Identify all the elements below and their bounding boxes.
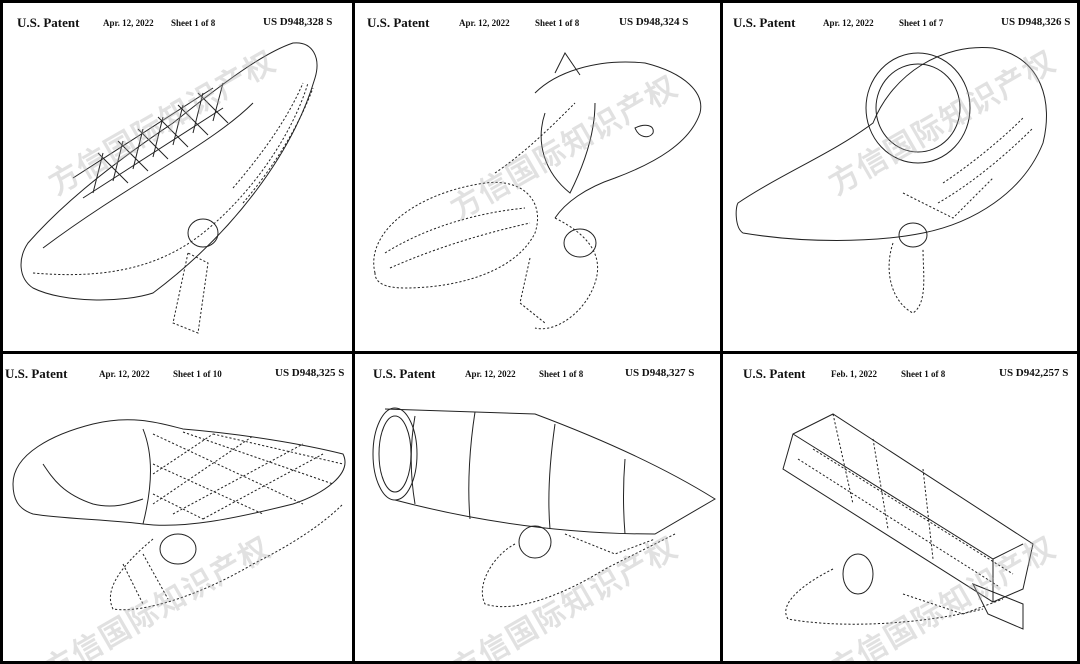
patent-panel-4: U.S. Patent Apr. 12, 2022 Sheet 1 of 10 … [3, 354, 352, 661]
block-drawing-icon [782, 413, 1034, 630]
patent-panel-3: U.S. Patent Apr. 12, 2022 Sheet 1 of 7 U… [723, 3, 1077, 351]
patent-sheet: Sheet 1 of 7 [899, 18, 944, 28]
patent-label: U.S. Patent [373, 366, 436, 381]
unicorn-drawing-icon [373, 52, 702, 330]
patent-label: U.S. Patent [17, 15, 80, 30]
patent-date: Apr. 12, 2022 [823, 18, 874, 28]
patent-header: U.S. Patent Feb. 1, 2022 Sheet 1 of 8 US… [723, 354, 1077, 384]
patent-label: U.S. Patent [5, 366, 68, 381]
patent-sheet: Sheet 1 of 8 [535, 18, 580, 28]
patent-sheet: Sheet 1 of 8 [171, 18, 216, 28]
cylinder-drawing-icon [372, 407, 716, 608]
patent-number: US D948,325 S [275, 367, 345, 379]
patent-header: U.S. Patent Apr. 12, 2022 Sheet 1 of 8 U… [3, 3, 352, 33]
patent-header: U.S. Patent Apr. 12, 2022 Sheet 1 of 7 U… [723, 3, 1077, 33]
patent-date: Apr. 12, 2022 [99, 369, 150, 379]
patent-number: US D948,324 S [619, 16, 689, 28]
patent-sheet: Sheet 1 of 8 [901, 369, 946, 379]
patent-number: US D942,257 S [999, 367, 1069, 379]
patent-panel-1: U.S. Patent Apr. 12, 2022 Sheet 1 of 8 U… [3, 3, 352, 351]
patent-label: U.S. Patent [743, 366, 806, 381]
patent-number: US D948,327 S [625, 367, 695, 379]
patent-label: U.S. Patent [733, 15, 796, 30]
patent-panel-6: U.S. Patent Feb. 1, 2022 Sheet 1 of 8 US… [723, 354, 1077, 661]
patent-sheet: Sheet 1 of 8 [539, 369, 584, 379]
ice-cream-drawing-icon [12, 419, 346, 611]
patent-date: Feb. 1, 2022 [831, 369, 877, 379]
patent-number: US D948,326 S [1001, 16, 1071, 28]
clip-drawing-icon [735, 46, 1047, 314]
patent-panel-2: U.S. Patent Apr. 12, 2022 Sheet 1 of 8 U… [355, 3, 720, 351]
patent-number: US D948,328 S [263, 16, 333, 28]
patent-header: U.S. Patent Apr. 12, 2022 Sheet 1 of 8 U… [355, 354, 720, 384]
patent-sheet: Sheet 1 of 10 [173, 369, 222, 379]
patent-date: Apr. 12, 2022 [459, 18, 510, 28]
patent-panel-5: U.S. Patent Apr. 12, 2022 Sheet 1 of 8 U… [355, 354, 720, 661]
patent-header: U.S. Patent Apr. 12, 2022 Sheet 1 of 10 … [3, 354, 352, 384]
patent-header: U.S. Patent Apr. 12, 2022 Sheet 1 of 8 U… [355, 3, 720, 33]
patent-date: Apr. 12, 2022 [465, 369, 516, 379]
patent-label: U.S. Patent [367, 15, 430, 30]
patent-date: Apr. 12, 2022 [103, 18, 154, 28]
sneaker-drawing-icon [20, 42, 318, 334]
